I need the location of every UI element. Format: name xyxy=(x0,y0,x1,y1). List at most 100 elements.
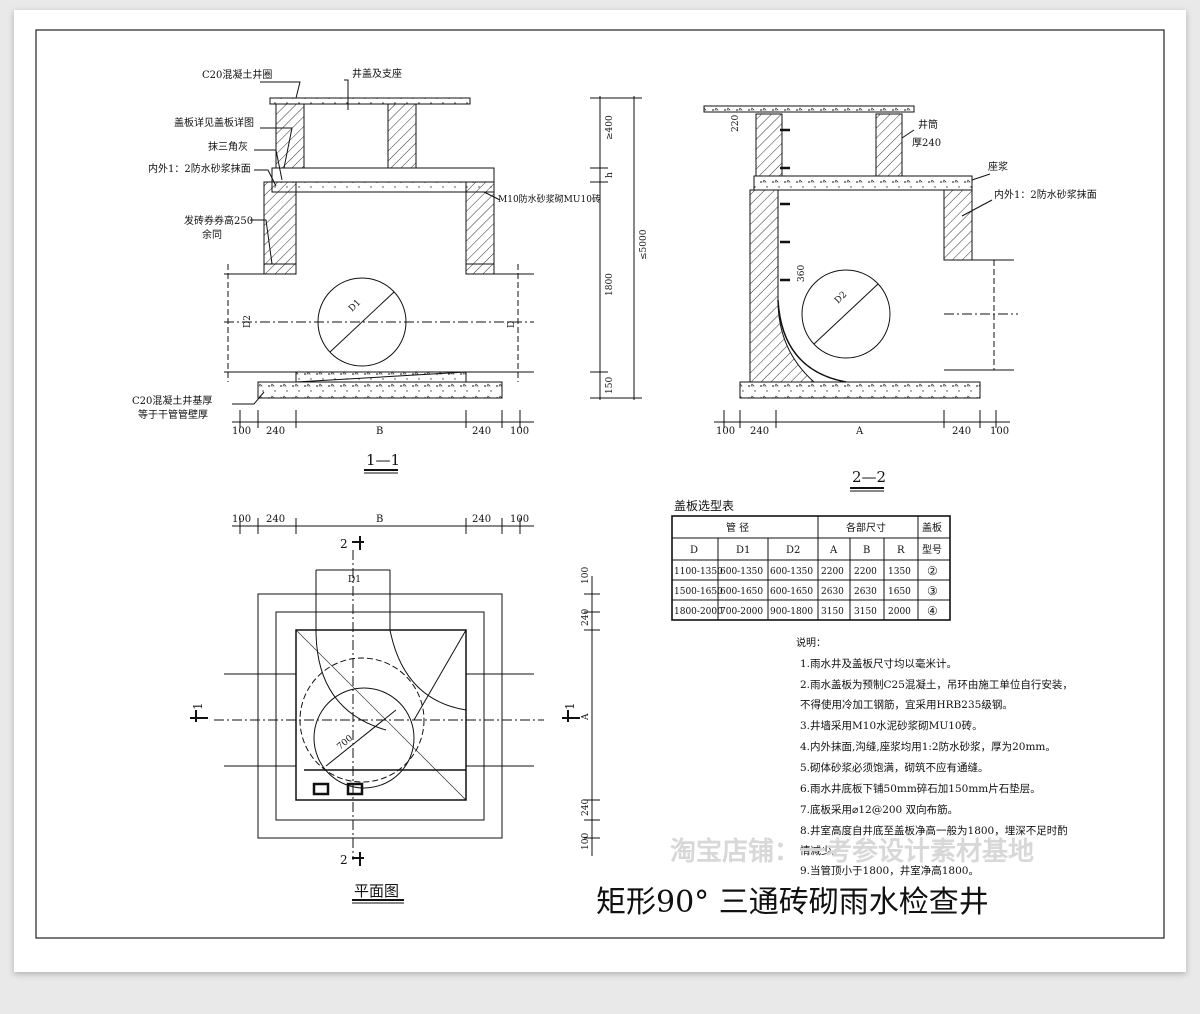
dim-1-r1: h xyxy=(605,172,615,178)
dim-1-0: 100 xyxy=(232,426,251,437)
plan-view xyxy=(190,518,600,904)
label-cover-seat: 井盖及支座 xyxy=(352,67,402,80)
dim-1-r3: ≤5000 xyxy=(639,229,649,260)
dim-pr-3: 240 xyxy=(581,799,591,816)
label-plaster: 内外1：2防水砂浆抹面 xyxy=(148,162,251,175)
section-2-2-text: 井筒 厚240 座浆 内外1：2防水砂浆抹面 220 360 D2 100 24… xyxy=(716,115,1097,486)
dim-2-0: 100 xyxy=(716,426,735,437)
th-d1: D1 xyxy=(736,545,750,556)
label-plaster-2: 内外1：2防水砂浆抹面 xyxy=(994,188,1097,201)
svg-text:1100-1350: 1100-1350 xyxy=(674,567,723,577)
label-triangle-mortar: 抹三角灰 xyxy=(208,140,248,153)
label-shaft-thickness: 厚240 xyxy=(912,137,941,149)
dim-pr-1: 240 xyxy=(581,609,591,626)
svg-text:600-1650: 600-1650 xyxy=(720,587,763,597)
label-arch: 发砖券券高250 xyxy=(184,214,253,227)
cut-mark-2-top: 2 xyxy=(340,537,348,551)
dim-1-r0: ≥400 xyxy=(605,115,615,140)
label-well-ring: C20混凝土井圈 xyxy=(202,68,272,81)
table-row: 1800-2000 700-2000 900-1800 3150 3150 20… xyxy=(674,604,938,618)
note-item: 2.雨水盖板为预制C25混凝土，吊环由施工单位自行安装， xyxy=(800,678,1073,691)
plan-view-text: 100 240 B 240 100 100 240 A 240 100 2 2 … xyxy=(191,514,591,900)
note-item: 3.井墙采用M10水泥砂浆砌MU10砖。 xyxy=(800,719,983,732)
watermark-text: 淘宝店铺：一考参设计素材基地 xyxy=(670,836,1034,867)
svg-text:700-2000: 700-2000 xyxy=(720,607,763,617)
table-title: 盖板选型表 xyxy=(674,499,734,513)
label-masonry: M10防水砂浆砌MU10砖 xyxy=(498,193,601,205)
dim-2-1: 240 xyxy=(750,426,769,437)
th-d: D xyxy=(690,545,698,556)
th-b: B xyxy=(863,545,870,556)
note-item: 情减少。 xyxy=(800,844,842,857)
pipe-d2-label: D2 xyxy=(243,315,253,328)
svg-text:3150: 3150 xyxy=(821,607,844,617)
dim-2-2: A xyxy=(855,426,864,437)
dim-1-3: 240 xyxy=(472,426,491,437)
svg-text:3150: 3150 xyxy=(854,607,877,617)
dim-2-220: 220 xyxy=(731,115,741,132)
dim-1-1: 240 xyxy=(266,426,285,437)
dim-1-2: B xyxy=(376,426,383,437)
svg-text:2200: 2200 xyxy=(821,567,844,577)
dim-p-0: 100 xyxy=(232,514,251,525)
cover-selection-table: 盖板选型表 管 径 各部尺寸 盖板 D D1 D2 A B R 型号 1100-… xyxy=(671,499,951,621)
svg-text:2630: 2630 xyxy=(821,587,844,597)
dim-1-r2: 1800 xyxy=(605,273,615,296)
table-row: 1100-1350 600-1350 600-1350 2200 2200 13… xyxy=(674,564,938,578)
th-pipe: 管 径 xyxy=(726,521,749,534)
note-item: 4.内外抹面,沟缝,座浆均用1:2防水砂浆，厚为20mm。 xyxy=(800,740,1056,753)
label-same: 余同 xyxy=(202,228,222,241)
pipe-d-label: D xyxy=(507,321,517,328)
svg-text:②: ② xyxy=(927,564,938,578)
dim-2-3: 240 xyxy=(952,426,971,437)
section-2-2 xyxy=(703,105,1018,492)
note-item: 6.雨水井底板下铺50mm碎石加150mm片石垫层。 xyxy=(800,782,1041,795)
table-row: 1500-1650 600-1650 600-1650 2630 2630 16… xyxy=(674,584,938,598)
svg-text:2630: 2630 xyxy=(854,587,877,597)
dim-p-2: B xyxy=(376,514,383,525)
th-cover: 盖板 xyxy=(922,521,942,534)
cut-mark-2-bottom: 2 xyxy=(340,853,348,867)
pipe-d2-label-2: D2 xyxy=(833,290,849,306)
th-dims: 各部尺寸 xyxy=(846,521,886,534)
th-a: A xyxy=(829,545,838,556)
pipe-d1-label: D1 xyxy=(347,298,363,314)
dim-2-4: 100 xyxy=(990,426,1009,437)
svg-text:1500-1650: 1500-1650 xyxy=(674,587,723,597)
note-item: 5.砌体砂浆必须饱满，砌筑不应有通缝。 xyxy=(800,761,989,774)
th-d2: D2 xyxy=(786,545,800,556)
drawing-sheet: C20混凝土井圈 井盖及支座 盖板详见盖板详图 抹三角灰 内外1：2防水砂浆抹面… xyxy=(14,10,1186,972)
dim-p-4: 100 xyxy=(510,514,529,525)
plan-pipe-700: 700 xyxy=(336,733,356,752)
svg-text:600-1650: 600-1650 xyxy=(770,587,813,597)
notes-title: 说明： xyxy=(796,636,826,649)
dim-1-4: 100 xyxy=(510,426,529,437)
label-base: C20混凝土井基厚 xyxy=(132,394,212,407)
drawing-title: 矩形90° 三通砖砌雨水检查井 xyxy=(596,885,989,920)
plan-view-title: 平面图 xyxy=(354,882,399,900)
engineering-drawing: C20混凝土井圈 井盖及支座 盖板详见盖板详图 抹三角灰 内外1：2防水砂浆抹面… xyxy=(35,29,1165,939)
dim-1-r4: 150 xyxy=(605,377,615,394)
dim-pr-0: 100 xyxy=(581,567,591,584)
dim-pr-4: 100 xyxy=(581,833,591,850)
note-item: 8.井室高度自井底至盖板净高一般为1800，埋深不足时酌 xyxy=(800,824,1068,837)
th-model: 型号 xyxy=(922,543,942,556)
section-2-2-title: 2—2 xyxy=(852,468,886,486)
dim-pr-2: A xyxy=(581,713,591,721)
svg-text:④: ④ xyxy=(927,604,938,618)
cut-mark-1-right: 1 xyxy=(563,702,577,710)
dim-2-360: 360 xyxy=(797,265,807,282)
note-item: 7.底板采用⌀12@200 双向布筋。 xyxy=(800,803,958,816)
svg-text:900-1800: 900-1800 xyxy=(770,607,813,617)
note-item: 1.雨水井及盖板尺寸均以毫米计。 xyxy=(800,657,957,670)
svg-text:2000: 2000 xyxy=(888,607,911,617)
svg-text:1800-2000: 1800-2000 xyxy=(674,607,723,617)
label-shaft: 井筒 xyxy=(918,118,938,131)
th-r: R xyxy=(897,545,905,556)
section-1-1 xyxy=(224,79,642,474)
cut-mark-1-left: 1 xyxy=(191,702,205,710)
dim-p-1: 240 xyxy=(266,514,285,525)
section-1-1-title: 1—1 xyxy=(366,451,400,469)
label-cover-detail: 盖板详见盖板详图 xyxy=(174,116,254,129)
label-base-thickness: 等于干管管壁厚 xyxy=(138,408,208,421)
